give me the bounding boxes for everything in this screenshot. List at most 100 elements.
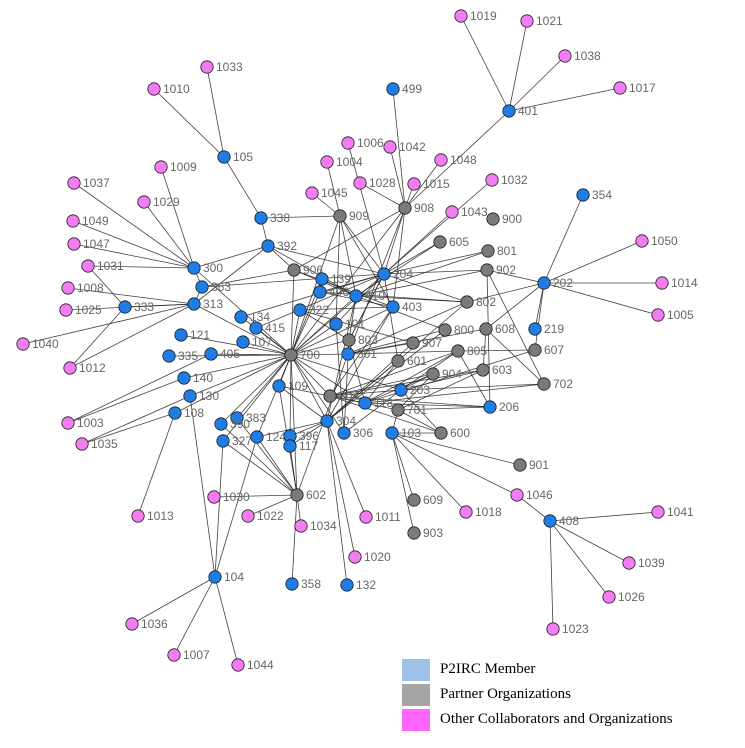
- node-203[interactable]: 203: [394, 383, 431, 397]
- node-338[interactable]: 338: [254, 211, 291, 225]
- node-107[interactable]: 107: [236, 335, 273, 349]
- node-300[interactable]: 300: [187, 261, 224, 275]
- node-1018[interactable]: 1018: [459, 505, 502, 519]
- node-1006[interactable]: 1006: [341, 136, 384, 150]
- node-408[interactable]: 408: [543, 514, 580, 528]
- node-700[interactable]: 700: [284, 348, 321, 362]
- node-410[interactable]: 410: [349, 289, 386, 303]
- node-1020[interactable]: 1020: [348, 550, 391, 564]
- node-132[interactable]: 132: [340, 578, 377, 592]
- node-304[interactable]: 304: [320, 414, 357, 428]
- node-405[interactable]: 405: [204, 347, 241, 361]
- node-403[interactable]: 403: [386, 300, 423, 314]
- node-103[interactable]: 103: [385, 426, 422, 440]
- node-1032[interactable]: 1032: [485, 173, 528, 187]
- node-1033[interactable]: 1033: [200, 60, 243, 74]
- node-117[interactable]: 117: [283, 439, 319, 453]
- node-1010[interactable]: 1010: [147, 82, 190, 96]
- node-118[interactable]: 118: [358, 396, 394, 410]
- node-406[interactable]: 406: [313, 285, 350, 299]
- node-608[interactable]: 608: [479, 322, 516, 336]
- node-1041[interactable]: 1041: [651, 505, 694, 519]
- node-1011[interactable]: 1011: [359, 510, 401, 524]
- node-1014[interactable]: 1014: [655, 276, 698, 290]
- node-1009[interactable]: 1009: [154, 160, 197, 174]
- node-415[interactable]: 415: [249, 321, 286, 335]
- node-1030[interactable]: 1030: [207, 490, 250, 504]
- node-602[interactable]: 602: [290, 488, 327, 502]
- node-301[interactable]: 301: [341, 347, 378, 361]
- node-1007[interactable]: 1007: [167, 648, 210, 662]
- node-1015[interactable]: 1015: [407, 177, 450, 191]
- node-1034[interactable]: 1034: [294, 519, 337, 533]
- node-105[interactable]: 105: [217, 150, 254, 164]
- node-1046[interactable]: 1046: [510, 488, 553, 502]
- node-1045[interactable]: 1045: [305, 186, 348, 200]
- node-1040[interactable]: 1040: [16, 337, 59, 351]
- node-909[interactable]: 909: [333, 209, 370, 223]
- node-1017[interactable]: 1017: [613, 81, 656, 95]
- node-204[interactable]: 204: [377, 267, 414, 281]
- node-109[interactable]: 109: [272, 379, 309, 393]
- node-139[interactable]: 139: [315, 272, 352, 286]
- node-206[interactable]: 206: [483, 400, 520, 414]
- node-1035[interactable]: 1035: [75, 437, 118, 451]
- node-1022[interactable]: 1022: [241, 509, 284, 523]
- node-1039[interactable]: 1039: [622, 556, 665, 570]
- node-108[interactable]: 108: [168, 406, 205, 420]
- node-1043[interactable]: 1043: [445, 205, 488, 219]
- node-701[interactable]: 701: [391, 403, 428, 417]
- node-358[interactable]: 358: [285, 577, 322, 591]
- node-605[interactable]: 605: [433, 235, 470, 249]
- node-904[interactable]: 904: [426, 367, 463, 381]
- node-607[interactable]: 607: [528, 343, 565, 357]
- node-390[interactable]: 390: [214, 417, 251, 431]
- node-333[interactable]: 333: [118, 300, 155, 314]
- node-1013[interactable]: 1013: [131, 509, 174, 523]
- node-1049[interactable]: 1049: [66, 214, 109, 228]
- node-800[interactable]: 800: [438, 323, 475, 337]
- node-202[interactable]: 202: [537, 276, 574, 290]
- node-903[interactable]: 903: [407, 526, 444, 540]
- node-907[interactable]: 907: [406, 336, 443, 350]
- node-804[interactable]: 804: [323, 389, 360, 403]
- node-603[interactable]: 603: [476, 363, 513, 377]
- node-902[interactable]: 902: [480, 263, 517, 277]
- node-1023[interactable]: 1023: [546, 622, 589, 636]
- node-322[interactable]: 322: [293, 303, 330, 317]
- node-121[interactable]: 121: [174, 328, 211, 342]
- node-601[interactable]: 601: [391, 354, 428, 368]
- node-1048[interactable]: 1048: [434, 153, 477, 167]
- node-803[interactable]: 803: [342, 333, 379, 347]
- node-801[interactable]: 801: [481, 244, 518, 258]
- node-1004[interactable]: 1004: [320, 155, 363, 169]
- node-396[interactable]: 396: [283, 429, 320, 443]
- node-1029[interactable]: 1029: [137, 195, 180, 209]
- node-901[interactable]: 901: [513, 458, 550, 472]
- node-130[interactable]: 130: [183, 389, 220, 403]
- node-805[interactable]: 805: [451, 344, 488, 358]
- node-101[interactable]: 101: [329, 317, 366, 331]
- node-306[interactable]: 306: [337, 426, 374, 440]
- node-900[interactable]: 900: [486, 212, 523, 226]
- node-499[interactable]: 499: [386, 82, 423, 96]
- node-392[interactable]: 392: [261, 239, 298, 253]
- node-313[interactable]: 313: [187, 297, 224, 311]
- node-134[interactable]: 134: [234, 310, 271, 324]
- node-1026[interactable]: 1026: [602, 590, 645, 604]
- node-1019[interactable]: 1019: [454, 9, 497, 23]
- node-1037[interactable]: 1037: [67, 176, 110, 190]
- node-1021[interactable]: 1021: [520, 14, 563, 28]
- node-908[interactable]: 908: [398, 201, 435, 215]
- node-1036[interactable]: 1036: [125, 617, 168, 631]
- node-383[interactable]: 383: [230, 411, 267, 425]
- node-1044[interactable]: 1044: [231, 658, 274, 672]
- node-1047[interactable]: 1047: [67, 237, 110, 251]
- node-1025[interactable]: 1025: [59, 303, 102, 317]
- node-124[interactable]: 124: [250, 430, 287, 444]
- node-401[interactable]: 401: [502, 104, 539, 118]
- node-1028[interactable]: 1028: [353, 176, 396, 190]
- node-1038[interactable]: 1038: [558, 49, 601, 63]
- node-600[interactable]: 600: [434, 426, 471, 440]
- node-906[interactable]: 906: [287, 263, 324, 277]
